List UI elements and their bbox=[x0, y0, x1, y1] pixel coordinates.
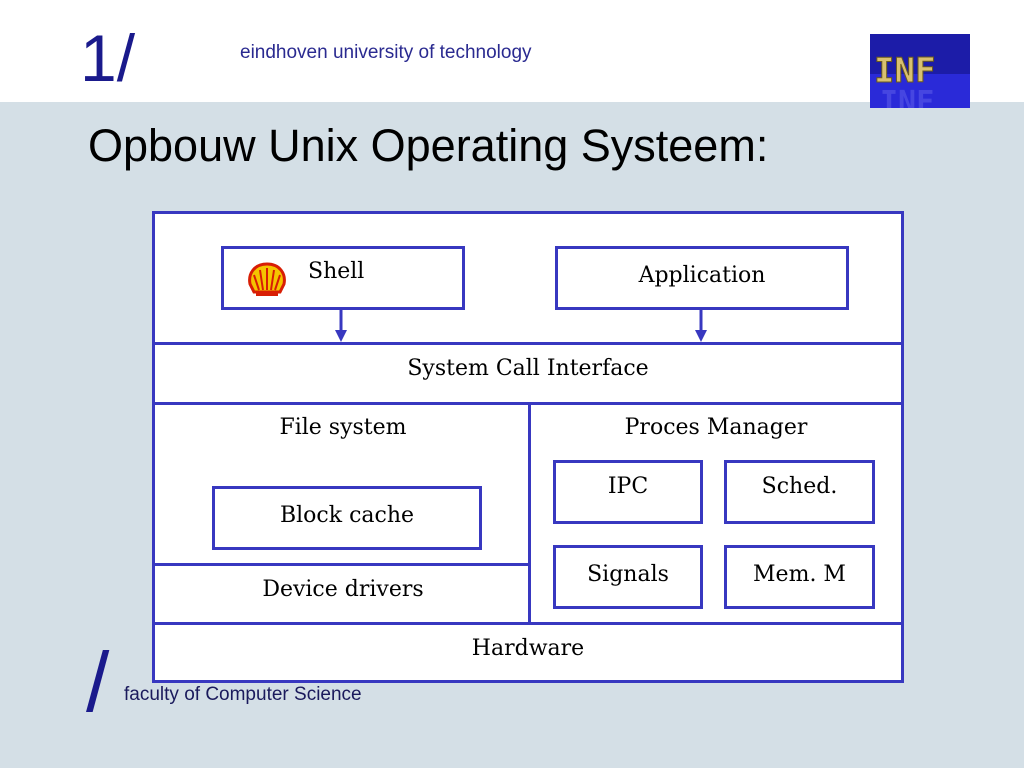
separator-top bbox=[155, 342, 901, 345]
shell-logo-icon bbox=[248, 262, 286, 296]
file-system-label: File system bbox=[279, 415, 407, 440]
separator-vertical bbox=[528, 402, 531, 622]
inf-logo-text: INF bbox=[874, 51, 935, 91]
faculty-name: faculty of Computer Science bbox=[124, 684, 362, 705]
hardware-label: Hardware bbox=[471, 636, 585, 661]
unix-diagram: Shell Application System Call Interface … bbox=[152, 211, 904, 683]
ipc-label: IPC bbox=[607, 474, 649, 499]
block-cache-box: Block cache bbox=[212, 486, 482, 550]
application-box: Application bbox=[555, 246, 849, 310]
signals-label: Signals bbox=[587, 562, 669, 587]
mem-m-label: Mem. M bbox=[753, 562, 846, 587]
shell-label: Shell bbox=[308, 259, 365, 284]
proces-manager-label: Proces Manager bbox=[624, 415, 808, 440]
slide-title: Opbouw Unix Operating Systeem: bbox=[88, 120, 769, 171]
signals-box: Signals bbox=[553, 545, 703, 609]
tue-logo-number: 1/ bbox=[80, 21, 136, 95]
device-drivers-label: Device drivers bbox=[262, 577, 424, 602]
footer-slash: / bbox=[86, 635, 110, 729]
sched-box: Sched. bbox=[724, 460, 875, 524]
arrow-shell-down-icon bbox=[335, 310, 347, 342]
svg-text:INF: INF bbox=[880, 85, 934, 108]
mem-m-box: Mem. M bbox=[724, 545, 875, 609]
separator-hardware bbox=[155, 622, 901, 625]
inf-logo-icon: INF INF bbox=[870, 34, 970, 108]
university-name: eindhoven university of technology bbox=[240, 42, 532, 63]
ipc-box: IPC bbox=[553, 460, 703, 524]
shell-box: Shell bbox=[221, 246, 465, 310]
block-cache-label: Block cache bbox=[279, 503, 415, 528]
system-call-interface-label: System Call Interface bbox=[407, 356, 649, 381]
sched-label: Sched. bbox=[761, 474, 838, 499]
header-bar: 1/ eindhoven university of technology IN… bbox=[0, 0, 1024, 108]
application-label: Application bbox=[638, 263, 766, 288]
separator-device-drivers bbox=[155, 563, 531, 566]
arrow-application-down-icon bbox=[695, 310, 707, 342]
